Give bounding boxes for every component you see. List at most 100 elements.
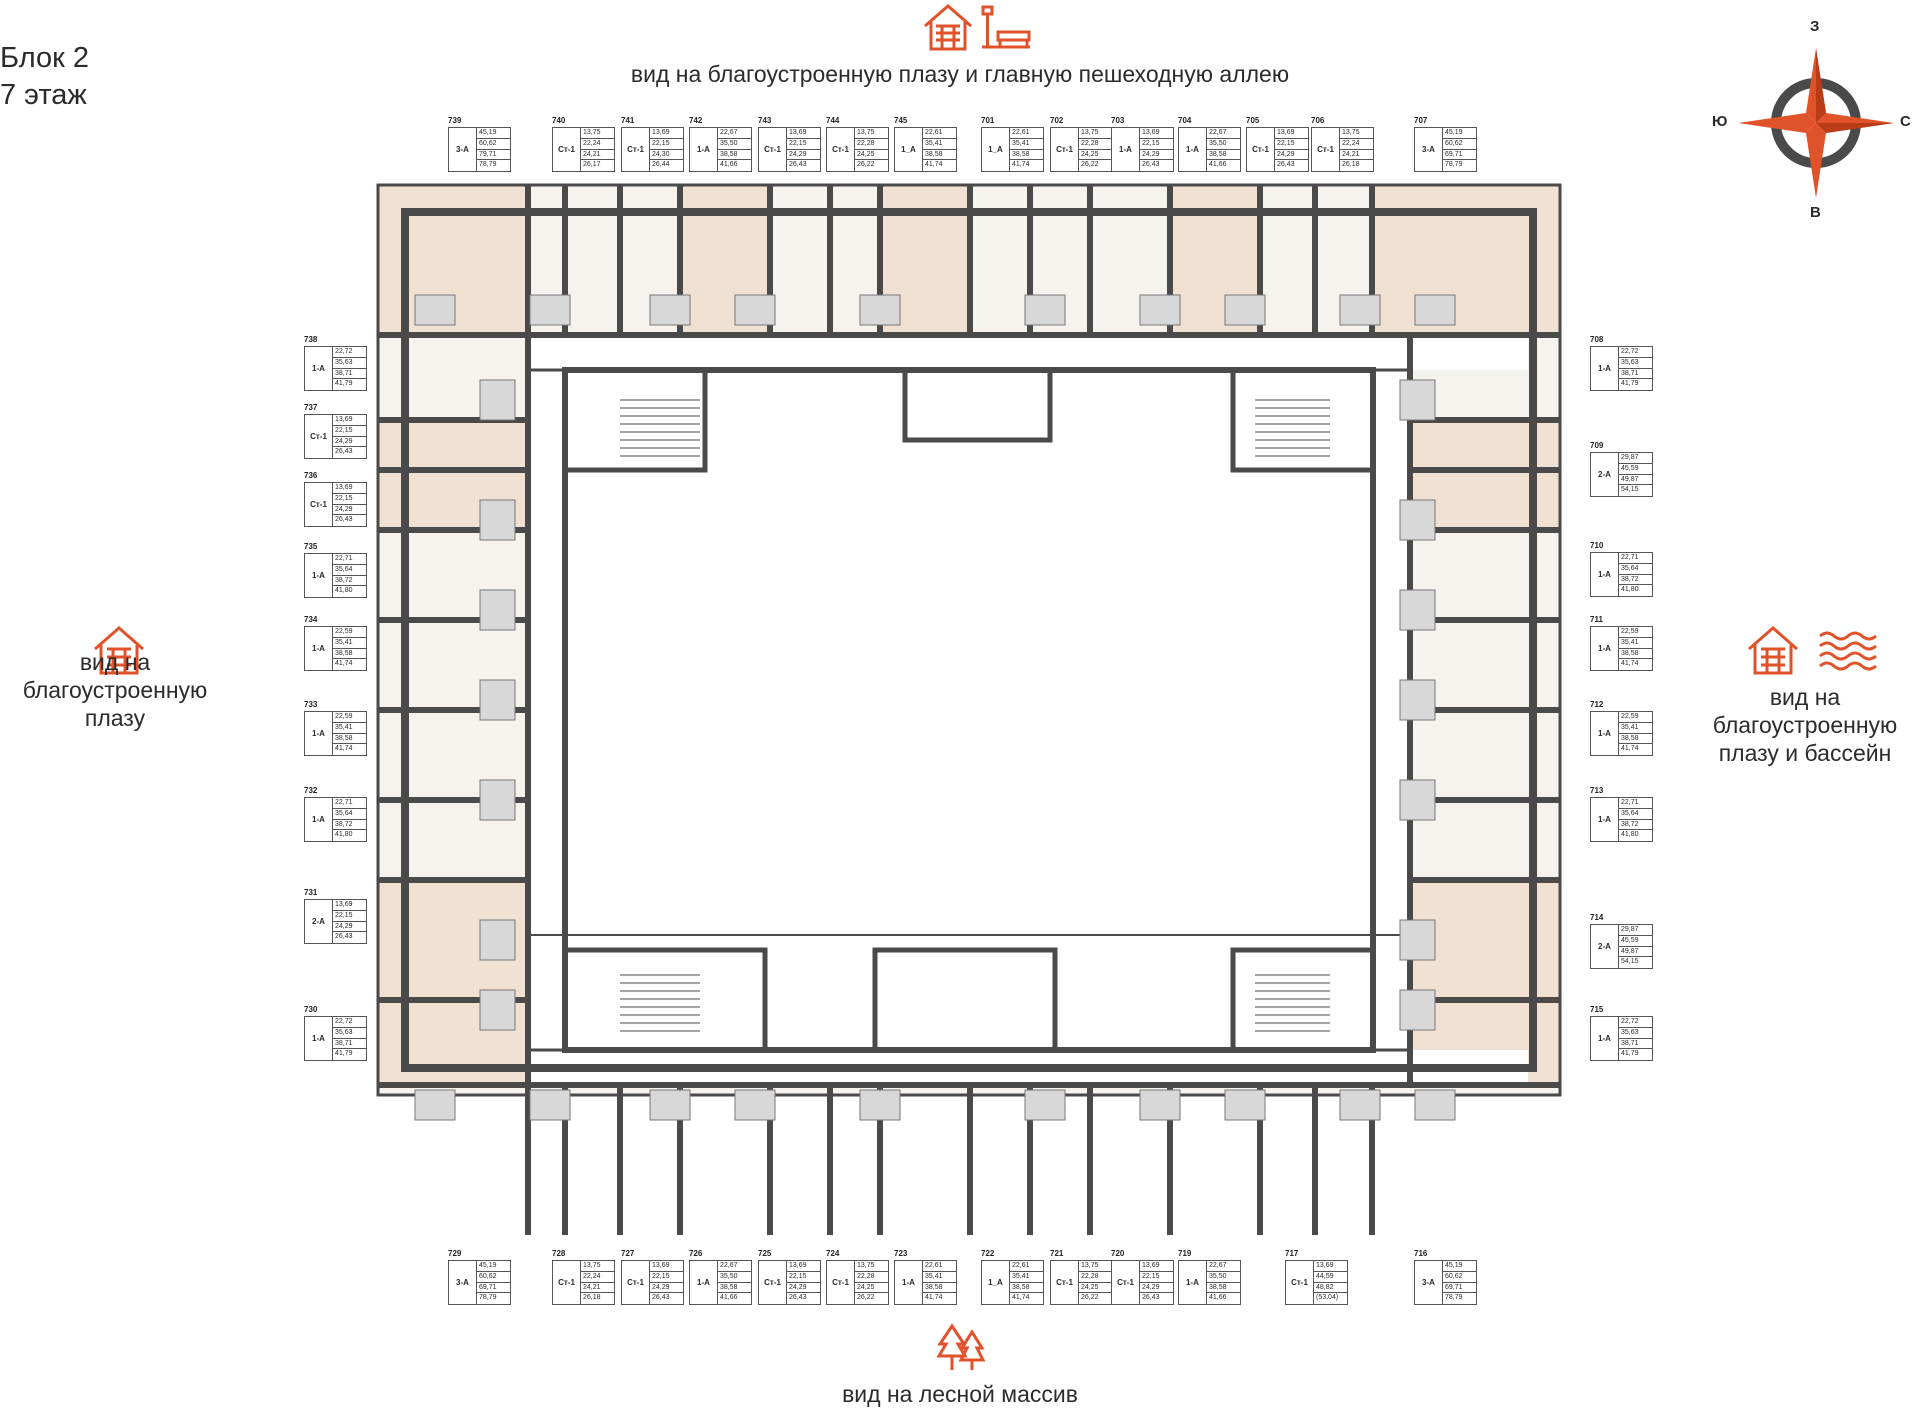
apartment-area-value: 38,71 (333, 369, 366, 380)
apartment-area-value: 35,41 (1619, 638, 1652, 649)
apartment-area-value: 24,29 (333, 922, 366, 933)
apartment-number: 710 (1590, 541, 1604, 550)
apartment-area-value: 22,67 (718, 1261, 751, 1272)
compass-west-letter: Ю (1712, 113, 1728, 130)
apartment-area-value: 22,61 (923, 128, 956, 139)
apartment-number: 713 (1590, 786, 1604, 795)
view-top-label: вид на благоустроенную плазу и главную п… (630, 61, 1290, 87)
apartment-number: 706 (1311, 116, 1325, 125)
apartment-area-value: 38,58 (1010, 1283, 1043, 1294)
apartment-type: Ст-1 (1286, 1261, 1314, 1304)
apartment-type: 3-А (1415, 1261, 1443, 1304)
apartment-area-value: 13,69 (333, 483, 366, 494)
bathroom (1139, 294, 1181, 326)
apartment-number: 717 (1285, 1249, 1299, 1258)
apartment-area-value: 60,62 (477, 139, 510, 150)
apartment-area-value: 26,18 (1342, 161, 1360, 169)
apartment-area-value: 13,69 (650, 128, 683, 139)
apartment-type: 1-А (1179, 128, 1207, 171)
apartment-area-value: 26,43 (789, 1294, 807, 1302)
apartment-area-value: 22,15 (787, 1272, 820, 1283)
apartment-number: 736 (304, 471, 318, 480)
apartment-number: 716 (1414, 1249, 1428, 1258)
block-floor-title: Блок 2 7 этаж (0, 40, 89, 114)
bathroom (1399, 779, 1436, 821)
apartment-area-value: 38,58 (923, 150, 956, 161)
wall (562, 947, 768, 1053)
apartment-area-value: 41,74 (925, 1294, 943, 1302)
apartment-type: 1_А (982, 1261, 1010, 1304)
apartment-area-value: 13,69 (333, 415, 366, 426)
apartment-number: 719 (1178, 1249, 1192, 1258)
bathroom (479, 779, 516, 821)
block-label: Блок 2 (0, 42, 89, 74)
apartment-area-value: 22,67 (1207, 128, 1240, 139)
apartment-area-value: 24,21 (581, 150, 614, 161)
apartment-area-value: 69,71 (1443, 150, 1476, 161)
apartment-number: 702 (1050, 116, 1064, 125)
wall (1230, 947, 1376, 1053)
bathroom (529, 294, 571, 326)
